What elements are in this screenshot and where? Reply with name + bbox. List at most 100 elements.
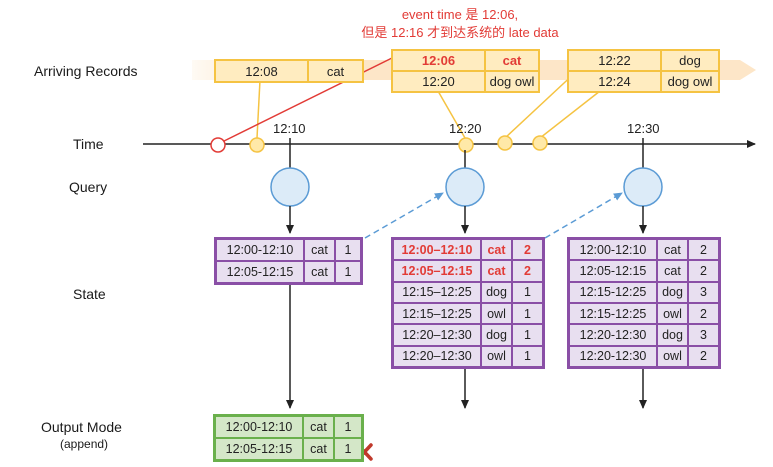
count-cell: 1 [513,282,542,302]
table-row: 12:20-12:30 dog 3 [570,325,718,345]
record-words: cat [307,61,362,81]
word-cell: dog [482,282,511,302]
late-event-dot [210,137,226,153]
tick-label-1220: 12:20 [449,121,482,136]
record-row: 12:08 cat [216,61,362,81]
state-table-1220: 12:00–12:10 cat 2 12:05–12:15 cat 2 12:1… [391,237,545,369]
output-mode-label: Output Mode [41,419,122,435]
event-dot-1208 [249,137,265,153]
table-row: 12:15–12:25 owl 1 [394,303,542,324]
state-label: State [73,286,106,302]
state-carryover-2 [544,192,623,239]
table-row-updated: 12:00–12:10 cat 2 [394,240,542,260]
count-cell: 2 [689,261,718,281]
record-row: 12:24 dog owl [569,70,718,91]
count-cell: 1 [335,439,361,459]
tick-label-1210: 12:10 [273,121,306,136]
record-time: 12:24 [598,74,631,89]
table-row: 12:15-12:25 owl 2 [570,303,718,324]
window-cell: 12:05–12:15 [394,261,480,281]
word-cell: cat [482,261,511,281]
word-cell: owl [658,346,687,366]
count-cell: 1 [336,240,360,260]
record-words: dog owl [660,72,718,91]
query-label: Query [69,179,108,195]
window-cell: 12:05-12:15 [570,261,656,281]
record-box-2: 12:06 cat 12:20 dog owl [391,49,540,93]
late-data-note: event time 是 12:06, 但是 12:16 才到达系统的 late… [340,6,580,42]
window-cell: 12:20–12:30 [394,346,480,366]
count-cell: 2 [513,261,542,281]
state-table-1210: 12:00-12:10 cat 1 12:05-12:15 cat 1 [214,237,363,285]
count-cell: 1 [513,346,542,366]
window-cell: 12:05-12:15 [217,262,303,282]
window-cell: 12:00–12:10 [394,240,480,260]
word-cell: dog [658,325,687,345]
word-cell: dog [658,282,687,302]
count-cell: 1 [513,303,542,324]
record-box-1: 12:08 cat [214,59,364,83]
count-cell: 1 [513,325,542,345]
state-table-1230: 12:00-12:10 cat 2 12:05-12:15 cat 2 12:1… [567,237,721,369]
window-cell: 12:00-12:10 [217,240,303,260]
count-cell: 3 [689,282,718,302]
record-row: 12:22 dog [569,51,718,70]
window-cell: 12:15-12:25 [570,282,656,302]
word-cell: cat [305,240,334,260]
table-row: 12:00-12:10 cat 1 [217,240,360,260]
table-row: 12:20–12:30 dog 1 [394,325,542,345]
word-cell: owl [658,303,687,324]
late-data-note-line1: event time 是 12:06, [401,7,519,22]
count-cell: 2 [689,303,718,324]
word-cell: cat [658,261,687,281]
record-row: 12:20 dog owl [393,70,538,91]
window-cell: 12:05-12:15 [216,439,302,459]
connector-r1 [256,79,261,139]
window-cell: 12:00-12:10 [216,417,302,437]
word-cell: dog [482,325,511,345]
window-cell: 12:20-12:30 [570,325,656,345]
output-table-1210: 12:00-12:10 cat 1 12:05-12:15 cat 1 [213,414,364,462]
window-cell: 12:15–12:25 [394,282,480,302]
window-cell: 12:20-12:30 [570,346,656,366]
window-cell: 12:15–12:25 [394,303,480,324]
event-dot-1220 [458,137,474,153]
window-cell: 12:15-12:25 [570,303,656,324]
word-cell: cat [482,240,511,260]
record-words: dog owl [484,72,538,91]
event-dot-1224 [532,135,548,151]
table-row: 12:20–12:30 owl 1 [394,346,542,366]
window-cell: 12:00-12:10 [570,240,656,260]
table-row: 12:05-12:15 cat 1 [217,262,360,282]
word-cell: cat [304,439,333,459]
table-row: 12:00-12:10 cat 2 [570,240,718,260]
arriving-records-label: Arriving Records [34,63,138,79]
record-time: 12:08 [245,63,278,79]
window-cell: 12:20–12:30 [394,325,480,345]
word-cell: owl [482,346,511,366]
record-box-3: 12:22 dog 12:24 dog owl [567,49,720,93]
time-label: Time [73,136,104,152]
table-row: 12:05-12:15 cat 2 [570,261,718,281]
count-cell: 2 [689,346,718,366]
table-row: 12:00-12:10 cat 1 [216,417,361,437]
record-time: 12:20 [422,74,455,89]
output-mode-sub-label: (append) [60,437,109,451]
count-cell: 1 [335,417,361,437]
count-cell: 2 [513,240,542,260]
query-circle-3 [623,167,663,207]
query-circle-1 [270,167,310,207]
record-time: 12:22 [598,53,631,68]
record-time-late: 12:06 [421,53,456,68]
table-row: 12:05-12:15 cat 1 [216,439,361,459]
table-row: 12:15-12:25 dog 3 [570,282,718,302]
record-words-late: cat [484,51,538,70]
record-words: dog [660,51,718,70]
word-cell: cat [305,262,334,282]
record-row-late: 12:06 cat [393,51,538,70]
connector-r3a [504,69,579,139]
late-data-note-line2: 但是 12:16 才到达系统的 late data [361,25,559,40]
table-row: 12:15–12:25 dog 1 [394,282,542,302]
tick-label-1230: 12:30 [627,121,660,136]
count-cell: 1 [336,262,360,282]
